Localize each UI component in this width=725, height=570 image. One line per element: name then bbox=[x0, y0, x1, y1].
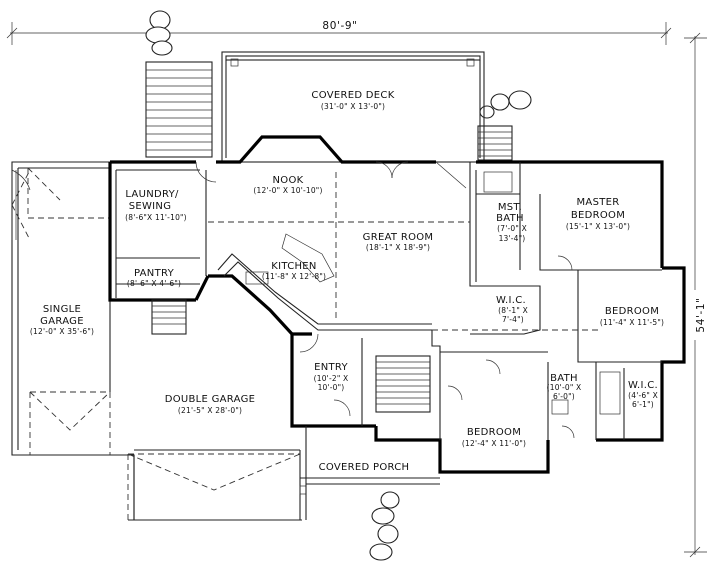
room-wic-master: W.I.C. (8'-1" X 7'-4") bbox=[496, 295, 528, 324]
covered-deck-name: COVERED DECK bbox=[311, 90, 394, 101]
kitchen-name: KITCHEN bbox=[271, 261, 316, 272]
room-master-bedroom: MASTER BEDROOM (15'-1" X 13'-0") bbox=[566, 197, 630, 231]
room-covered-porch: COVERED PORCH bbox=[319, 462, 410, 473]
entry-name: ENTRY bbox=[314, 362, 348, 373]
bedroom-south-name: BEDROOM bbox=[467, 427, 521, 438]
wic-small-size-line2: 6'-1") bbox=[632, 400, 654, 409]
bath-small-size-line2: 6'-0") bbox=[553, 392, 575, 401]
deck-stairs-east bbox=[477, 125, 513, 161]
nook-size: (12'-0" X 10'-10") bbox=[253, 186, 322, 195]
nook-name: NOOK bbox=[273, 175, 304, 186]
covered-porch-name: COVERED PORCH bbox=[319, 462, 410, 473]
overall-depth-dimension: 54'-1" bbox=[684, 32, 707, 558]
bedroom-east-name: BEDROOM bbox=[605, 306, 659, 317]
pantry-name: PANTRY bbox=[134, 268, 175, 279]
room-kitchen: KITCHEN (11'-8" X 12'-8") bbox=[262, 261, 326, 281]
master-bedroom-size: (15'-1" X 13'-0") bbox=[566, 222, 630, 231]
exterior-walls bbox=[108, 135, 686, 474]
room-single-garage: SINGLE GARAGE (12'-0" X 35'-6") bbox=[30, 304, 94, 336]
single-garage-name-line1: SINGLE bbox=[43, 304, 81, 315]
covered-deck-size: (31'-0" X 13'-0") bbox=[321, 102, 385, 111]
room-great-room: GREAT ROOM (18'-1" X 18'-9") bbox=[363, 232, 434, 252]
mst-bath-size-line1: (7'-0" X bbox=[497, 224, 527, 233]
room-entry: ENTRY (10'-2" X 10'-0") bbox=[314, 362, 349, 392]
pantry-size: (8'-6" X 4'-6") bbox=[127, 279, 181, 288]
wic-small-size-line1: (4'-6" X bbox=[628, 391, 658, 400]
garage-structure bbox=[11, 161, 302, 521]
wic-master-size-line1: (8'-1" X bbox=[498, 306, 528, 315]
mst-bath-name-line1: MST. bbox=[498, 202, 522, 213]
bedroom-south-size: (12'-4" X 11'-0") bbox=[462, 439, 526, 448]
room-covered-deck: COVERED DECK (31'-0" X 13'-0") bbox=[311, 90, 394, 111]
master-bedroom-name-line1: MASTER bbox=[577, 197, 620, 208]
deck-stairs-west bbox=[145, 61, 213, 158]
double-garage-name: DOUBLE GARAGE bbox=[165, 394, 256, 405]
great-room-size: (18'-1" X 18'-9") bbox=[366, 243, 430, 252]
room-pantry: PANTRY (8'-6" X 4'-6") bbox=[127, 268, 181, 288]
overall-width-dimension: 80'-9" bbox=[6, 18, 672, 45]
room-wic-small: W.I.C. (4'-6" X 6'-1") bbox=[628, 380, 658, 409]
bath-small-size-line1: (10'-0" X bbox=[547, 383, 582, 392]
overall-width-label: 80'-9" bbox=[322, 20, 357, 32]
bath-small-name: BATH bbox=[550, 373, 578, 384]
room-double-garage: DOUBLE GARAGE (21'-5" X 28'-0") bbox=[165, 394, 256, 415]
room-laundry-sewing: LAUNDRY/ SEWING (8'-6"X 11'-10") bbox=[125, 189, 187, 222]
single-garage-size: (12'-0" X 35'-6") bbox=[30, 327, 94, 336]
bedroom-east-size: (11'-4" X 11'-5") bbox=[600, 318, 664, 327]
mst-bath-name-line2: BATH bbox=[496, 213, 524, 224]
wic-small-name: W.I.C. bbox=[628, 380, 658, 391]
double-garage-size: (21'-5" X 28'-0") bbox=[178, 406, 242, 415]
entry-size-line1: (10'-2" X bbox=[314, 374, 349, 383]
single-garage-name-line2: GARAGE bbox=[40, 316, 84, 327]
wic-master-name: W.I.C. bbox=[496, 295, 526, 306]
master-bedroom-name-line2: BEDROOM bbox=[571, 210, 625, 221]
room-bedroom-south: BEDROOM (12'-4" X 11'-0") bbox=[462, 427, 526, 448]
mst-bath-size-line2: 13'-4") bbox=[499, 234, 526, 243]
laundry-size: (8'-6"X 11'-10") bbox=[125, 213, 187, 222]
interior-walls bbox=[115, 161, 662, 440]
room-bedroom-east: BEDROOM (11'-4" X 11'-5") bbox=[600, 306, 664, 327]
wic-master-size-line2: 7'-4") bbox=[502, 315, 524, 324]
laundry-name-line2: SEWING bbox=[129, 201, 172, 212]
great-room-name: GREAT ROOM bbox=[363, 232, 434, 243]
covered-porch-structure bbox=[299, 426, 440, 520]
laundry-name-line1: LAUNDRY/ bbox=[125, 189, 179, 200]
room-bath-small: BATH (10'-0" X 6'-0") bbox=[547, 373, 582, 401]
room-mst-bath: MST. BATH (7'-0" X 13'-4") bbox=[496, 202, 527, 243]
entry-size-line2: 10'-0") bbox=[318, 383, 345, 392]
overall-depth-label: 54'-1" bbox=[695, 297, 707, 332]
kitchen-size: (11'-8" X 12'-8") bbox=[262, 272, 326, 281]
room-nook: NOOK (12'-0" X 10'-10") bbox=[253, 175, 322, 195]
